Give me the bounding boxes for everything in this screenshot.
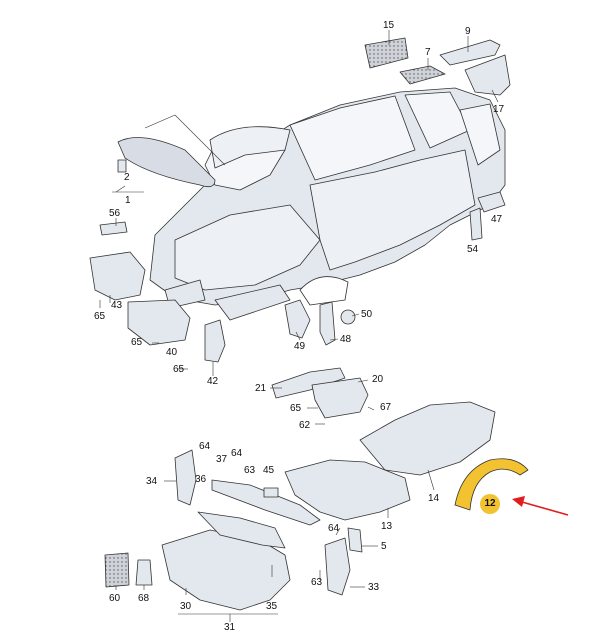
part-49 xyxy=(284,299,311,339)
label-13: 13 xyxy=(381,521,393,532)
label-42: 42 xyxy=(207,376,219,387)
label-35: 35 xyxy=(266,601,278,612)
highlight-arrow xyxy=(512,496,569,516)
part-48 xyxy=(319,301,336,346)
label-37: 37 xyxy=(216,454,228,465)
label-56: 56 xyxy=(109,208,121,219)
label-64-b: 64 xyxy=(231,448,243,459)
part-20 xyxy=(311,377,369,419)
part-30-35-upper xyxy=(197,511,286,549)
part-17 xyxy=(464,54,511,96)
label-20: 20 xyxy=(372,374,384,385)
label-47: 47 xyxy=(491,214,503,225)
part-14 xyxy=(359,401,496,476)
label-40: 40 xyxy=(166,347,178,358)
label-48: 48 xyxy=(340,334,352,345)
part-36 xyxy=(211,479,321,526)
part-13 xyxy=(284,459,411,521)
label-68: 68 xyxy=(138,593,150,604)
label-34: 34 xyxy=(146,476,158,487)
label-43: 43 xyxy=(111,300,123,311)
part-42 xyxy=(204,319,226,363)
label-36: 36 xyxy=(195,474,207,485)
label-15: 15 xyxy=(383,20,395,31)
label-50: 50 xyxy=(361,309,373,320)
leader-lines xyxy=(99,30,499,622)
label-21: 21 xyxy=(255,383,267,394)
part-9 xyxy=(439,39,501,66)
part-43 xyxy=(89,251,146,301)
label-65-c: 65 xyxy=(173,364,185,375)
label-12-highlighted: 12 xyxy=(480,494,500,514)
label-65-a: 65 xyxy=(94,311,106,322)
label-49: 49 xyxy=(294,341,306,352)
part-5 xyxy=(347,527,363,553)
label-62: 62 xyxy=(299,420,311,431)
part-12 xyxy=(454,458,529,511)
part-47 xyxy=(477,191,506,213)
part-56 xyxy=(99,221,128,236)
part-1-bracket xyxy=(117,159,127,173)
part-40 xyxy=(127,299,191,346)
label-65-b: 65 xyxy=(131,337,143,348)
part-50 xyxy=(340,309,356,325)
label-33: 33 xyxy=(368,582,380,593)
label-17: 17 xyxy=(493,104,505,115)
part-21 xyxy=(271,367,346,399)
part-60 xyxy=(104,552,130,588)
part-7 xyxy=(399,65,446,85)
label-5: 5 xyxy=(381,541,387,552)
label-63-b: 63 xyxy=(311,577,323,588)
part-54 xyxy=(469,207,483,241)
label-31: 31 xyxy=(224,622,236,633)
label-60: 60 xyxy=(109,593,121,604)
label-64-a: 64 xyxy=(199,441,211,452)
part-15 xyxy=(364,37,409,69)
label-67: 67 xyxy=(380,402,392,413)
part-68 xyxy=(135,559,153,586)
label-54: 54 xyxy=(467,244,479,255)
label-9: 9 xyxy=(465,26,471,37)
label-2: 2 xyxy=(124,172,130,183)
label-63-a: 63 xyxy=(244,465,256,476)
label-1: 1 xyxy=(125,195,131,206)
label-45: 45 xyxy=(263,465,275,476)
part-45 xyxy=(263,487,279,498)
label-7: 7 xyxy=(425,47,431,58)
label-14: 14 xyxy=(428,493,440,504)
part-33 xyxy=(324,537,351,596)
label-64-c: 64 xyxy=(328,523,340,534)
car-body-shell xyxy=(149,87,506,321)
part-1 xyxy=(117,137,216,188)
part-34 xyxy=(174,449,197,506)
label-30: 30 xyxy=(180,601,192,612)
label-65-d: 65 xyxy=(290,403,302,414)
